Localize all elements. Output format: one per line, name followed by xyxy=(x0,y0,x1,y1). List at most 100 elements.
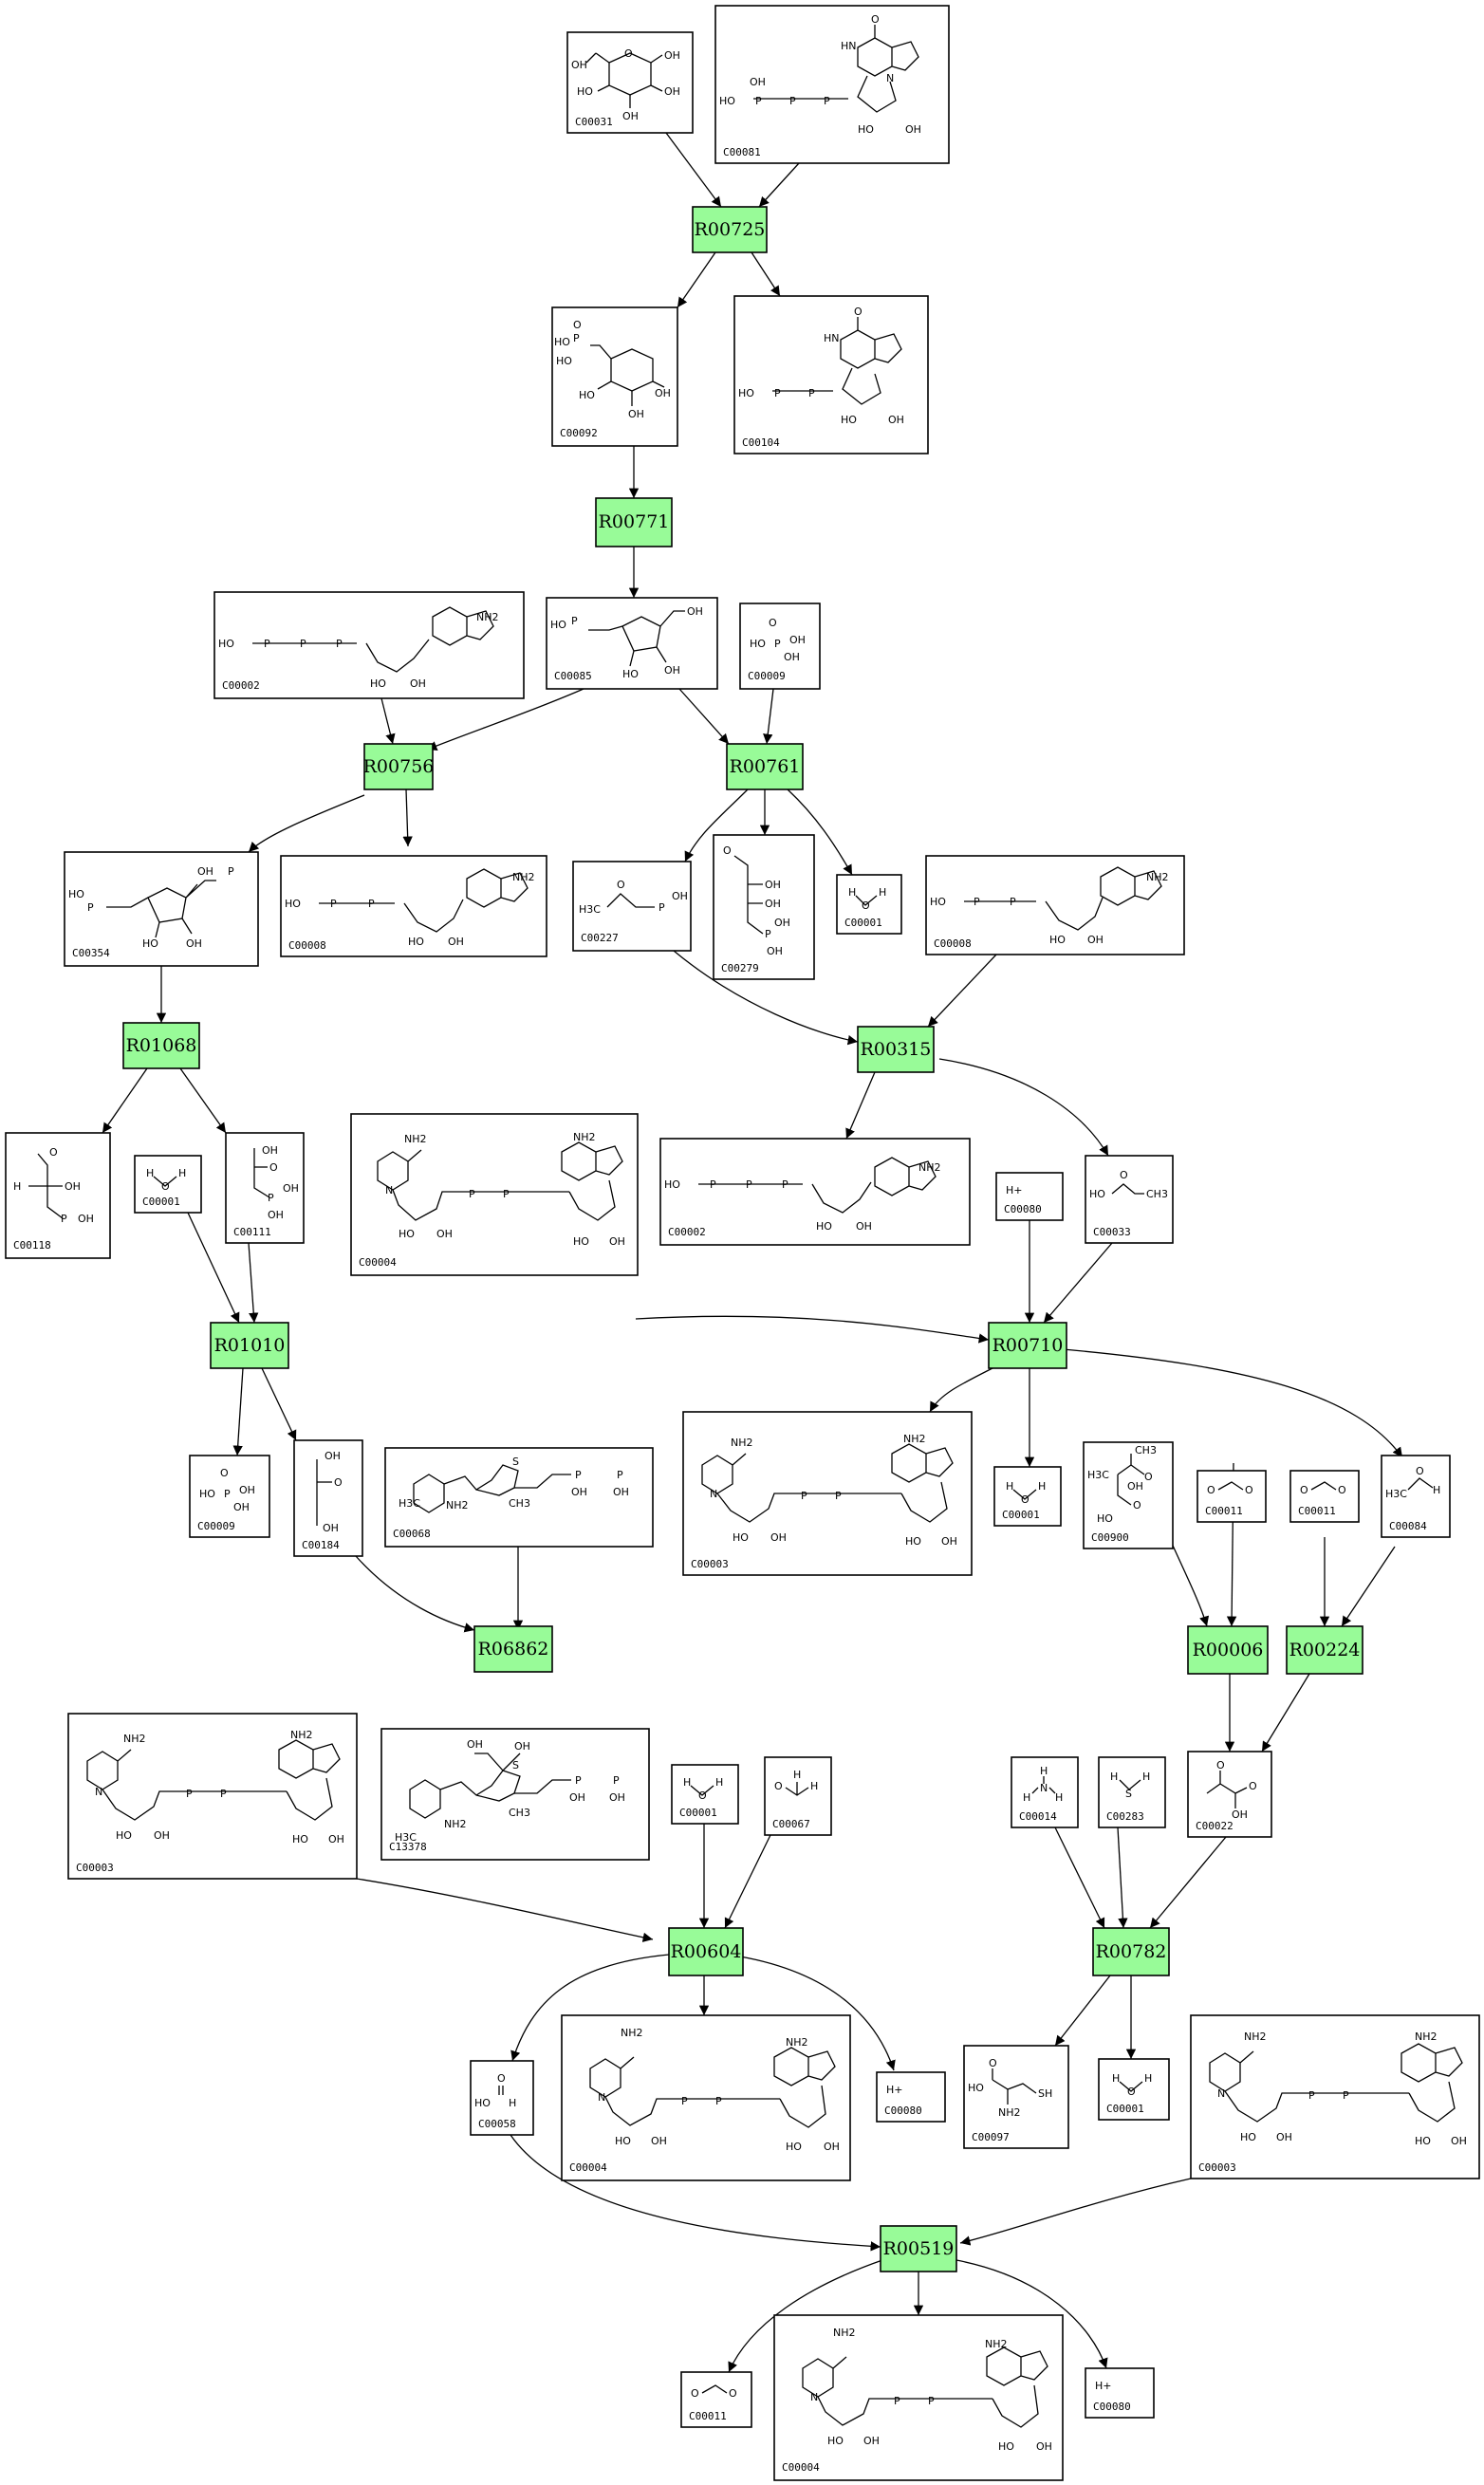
atom: P xyxy=(264,638,270,650)
compound-node[interactable]: O OH OH P OH OH C00279 xyxy=(713,834,815,980)
atom: HO xyxy=(738,387,754,399)
atom: OH xyxy=(78,1213,94,1225)
compound-node[interactable]: OH O OH C00184 xyxy=(293,1439,363,1557)
compound-node[interactable]: O H H C00067 xyxy=(764,1756,832,1836)
compound-node[interactable]: O HO NH2 SH C00097 xyxy=(963,2045,1069,2149)
compound-node[interactable]: HO O CH3 C00033 xyxy=(1085,1155,1174,1244)
compound-node[interactable]: O OH OH OH OH HO C00031 xyxy=(566,31,694,134)
atom: O xyxy=(334,1476,343,1489)
atom: H xyxy=(793,1769,801,1781)
atom: NH2 xyxy=(1244,2031,1267,2043)
compound-node[interactable]: H+ C00080 xyxy=(1085,2367,1155,2419)
compound-node[interactable]: O HO P OH OH C00009 xyxy=(189,1455,270,1538)
edge xyxy=(1168,1536,1210,1627)
atom: P xyxy=(228,865,234,878)
atom: OH xyxy=(664,664,680,677)
reaction-node-r00519[interactable]: R00519 xyxy=(880,2225,957,2272)
compound-node[interactable]: H S H C00283 xyxy=(1098,1756,1166,1828)
compound-node[interactable]: O O OH C00022 xyxy=(1187,1751,1272,1838)
compound-node[interactable]: O O C00011 xyxy=(1289,1470,1360,1523)
compound-node[interactable]: NH2 HO P P HO OH C00008 xyxy=(925,855,1185,955)
reaction-node-r00756[interactable]: R00756 xyxy=(363,743,435,790)
compound-node[interactable]: H3C O P OH C00227 xyxy=(572,861,692,952)
compound-node[interactable]: OH OH H3C NH2 S CH3 P P OH OH C13378 xyxy=(380,1728,650,1861)
reaction-node-r00604[interactable]: R00604 xyxy=(668,1927,744,1976)
reaction-node-r00224[interactable]: R00224 xyxy=(1286,1625,1363,1675)
compound-node[interactable]: P O HO HO OH HO OH C00092 xyxy=(551,306,678,447)
reaction-node-r00761[interactable]: R00761 xyxy=(726,743,804,790)
edge xyxy=(724,1834,771,1929)
structure: H3C O P OH xyxy=(579,879,688,916)
reaction-node-r01010[interactable]: R01010 xyxy=(210,1322,289,1369)
compound-id: C00008 xyxy=(934,937,972,950)
reaction-node-r00710[interactable]: R00710 xyxy=(988,1322,1067,1369)
atom: O xyxy=(1133,1499,1141,1511)
compound-node[interactable]: O H OH P OH C00118 xyxy=(5,1132,111,1259)
edge xyxy=(1054,1827,1105,1929)
reaction-node-r00725[interactable]: R00725 xyxy=(692,206,768,253)
reaction-node-r00782[interactable]: R00782 xyxy=(1092,1927,1170,1976)
atom: HO xyxy=(199,1488,215,1500)
atom: OH xyxy=(765,898,781,910)
atom: P xyxy=(571,615,578,627)
atom: P xyxy=(765,928,771,940)
atom: H xyxy=(848,886,856,899)
reaction-node-r00315[interactable]: R00315 xyxy=(857,1026,935,1073)
structure: H O H xyxy=(146,1167,186,1193)
compound-node[interactable]: H3C O H C00084 xyxy=(1381,1455,1451,1538)
compound-node[interactable]: H O H C00001 xyxy=(134,1155,202,1214)
compound-node[interactable]: O O C00011 xyxy=(1196,1470,1267,1523)
compound-node[interactable]: NH2 N NH2 P P HO OH HO OH C00003 xyxy=(682,1411,973,1576)
compound-node[interactable]: OH O P OH OH C00111 xyxy=(225,1132,305,1244)
atom: HO xyxy=(550,619,566,631)
atom: O xyxy=(497,2072,506,2085)
compound-node[interactable]: NH2 HO P P P HO OH C00002 xyxy=(213,591,525,699)
structure: OH O OH xyxy=(316,1450,343,1534)
compound-node[interactable]: H+ C00080 xyxy=(876,2071,946,2123)
compound-node[interactable]: NH2 N NH2 P P HO OH HO OH C00003 xyxy=(1190,2014,1480,2179)
atom: NH2 xyxy=(123,1733,146,1745)
compound-node[interactable]: NH2 N NH2 P P HO OH HO OH C00004 xyxy=(350,1113,639,1276)
edge xyxy=(1054,1975,1111,2047)
structure: O OH OH P OH OH xyxy=(723,844,790,957)
compound-node[interactable]: O HN N HO P P P OH HO OH C00081 xyxy=(714,5,950,164)
atom: S xyxy=(512,1456,519,1468)
compound-node[interactable]: O HN HO P P HO OH C00104 xyxy=(733,295,929,454)
atom: H xyxy=(13,1180,21,1193)
atom: OH xyxy=(774,917,790,929)
compound-node[interactable]: NH2 N NH2 P P HO OH HO OH C00003 xyxy=(67,1713,358,1880)
reaction-node-r01068[interactable]: R01068 xyxy=(122,1022,200,1069)
reaction-node-r00771[interactable]: R00771 xyxy=(595,497,673,547)
atom: NH2 xyxy=(512,871,535,883)
compound-node[interactable]: O HO H C00058 xyxy=(470,2060,534,2136)
compound-node[interactable]: O HO P OH OH C00009 xyxy=(739,603,821,690)
compound-node[interactable]: NH2 N NH2 P P HO OH HO OH C00004 xyxy=(773,2314,1064,2481)
compound-node[interactable]: NH2 HO P P HO OH C00008 xyxy=(280,855,547,957)
edge xyxy=(179,1067,227,1134)
atom: OH xyxy=(1232,1808,1248,1821)
compound-node[interactable]: H3C NH2 S CH3 P P OH OH C00068 xyxy=(384,1447,654,1548)
compound-node[interactable]: H O H C00001 xyxy=(836,874,902,935)
atom: N xyxy=(598,2091,605,2104)
atom: OH xyxy=(941,1535,957,1548)
compound-node[interactable]: NH2 N NH2 P P HO OH HO OH C00004 xyxy=(561,2014,851,2181)
compound-node[interactable]: P HO OH HO OH C00085 xyxy=(546,597,718,690)
compound-node[interactable]: H+ C00080 xyxy=(995,1172,1064,1221)
compound-node[interactable]: H O H C00001 xyxy=(671,1764,739,1825)
reaction-node-r06862[interactable]: R06862 xyxy=(473,1625,553,1673)
reaction-id: R00519 xyxy=(883,2238,955,2259)
atom: P xyxy=(894,2395,900,2407)
compound-node[interactable]: H N H H C00014 xyxy=(1011,1756,1079,1828)
atom: O xyxy=(1216,1759,1225,1771)
compound-node[interactable]: H O H C00001 xyxy=(1098,2058,1170,2121)
atom: O xyxy=(871,13,880,26)
compound-node[interactable]: NH2 HO P P P HO OH C00002 xyxy=(659,1138,971,1246)
compound-node[interactable]: O O C00011 xyxy=(680,2371,752,2428)
reaction-node-r00006[interactable]: R00006 xyxy=(1187,1625,1269,1675)
structure: O HO P OH OH xyxy=(750,617,806,663)
compound-node[interactable]: H3C CH3 O OH HO O C00900 xyxy=(1083,1441,1174,1549)
compound-node[interactable]: H O H C00001 xyxy=(993,1466,1062,1527)
compound-node[interactable]: P OH P HO HO OH C00354 xyxy=(64,851,259,967)
atom: HO xyxy=(750,638,766,650)
